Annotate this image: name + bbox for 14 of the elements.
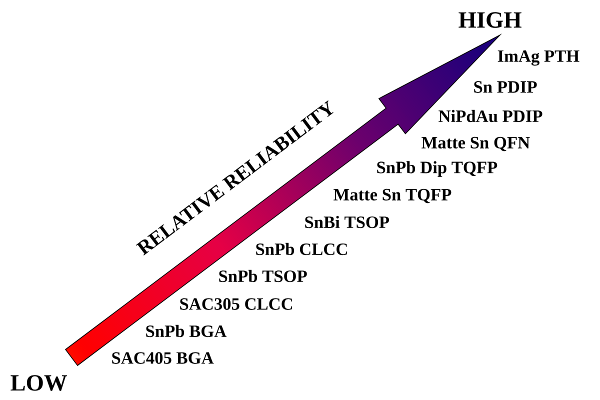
scale-end-label: LOW [10,375,67,391]
package-label: SAC305 CLCC [180,298,292,310]
package-label: SnPb Dip TQFP [377,161,498,177]
package-label: Sn PDIP [474,81,537,93]
package-label: NiPdAu PDIP [438,110,542,122]
package-label: SAC405 BGA [112,352,214,364]
scale-end-label: HIGH [458,12,522,28]
package-label: SnBi TSOP [305,216,390,228]
package-label: ImAg PTH [498,50,580,66]
package-label: SnPb BGA [146,324,227,338]
package-label: SnPb TSOP [219,270,307,282]
package-label: SnPb CLCC [256,242,347,256]
package-label: Matte Sn QFN [422,136,530,152]
package-label: Matte Sn TQFP [334,188,452,204]
